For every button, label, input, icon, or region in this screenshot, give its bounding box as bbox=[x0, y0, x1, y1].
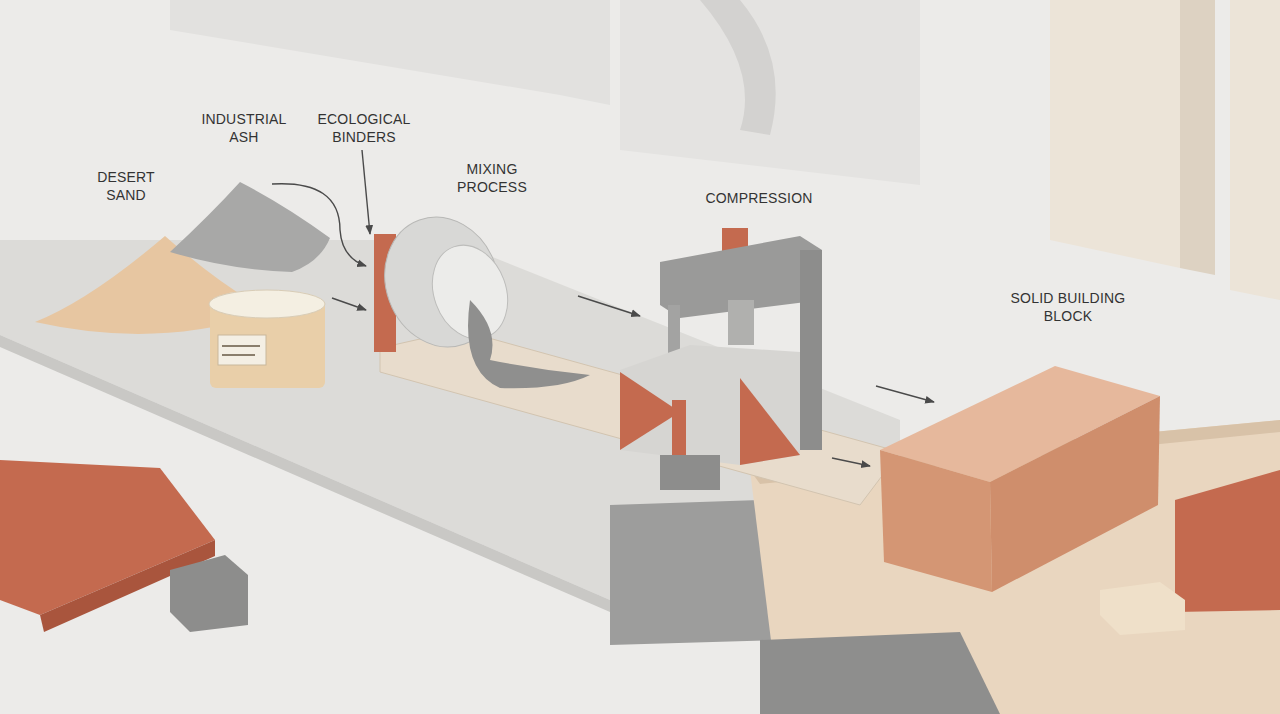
flow-arrow bbox=[362, 150, 370, 234]
mixer bbox=[367, 201, 590, 388]
press-post bbox=[672, 400, 686, 462]
small-block bbox=[1100, 582, 1185, 635]
flow-arrow bbox=[272, 184, 366, 266]
step-label: INDUSTRIAL ASH bbox=[196, 110, 292, 146]
mold-decor bbox=[620, 372, 680, 450]
flow-arrow bbox=[876, 386, 934, 402]
step-label: ECOLOGICAL BINDERS bbox=[312, 110, 416, 146]
flow-arrow bbox=[578, 296, 640, 316]
step-label: MIXING PROCESS bbox=[450, 160, 534, 196]
pillar bbox=[1230, 0, 1280, 300]
orange-slab bbox=[1175, 470, 1280, 612]
step-label: DESERT SAND bbox=[90, 168, 162, 204]
grey-slab bbox=[610, 500, 780, 645]
pillar bbox=[1050, 0, 1180, 268]
solid-block bbox=[880, 366, 1160, 592]
mold-box bbox=[620, 345, 800, 465]
tag-mark bbox=[222, 354, 255, 356]
tag-mark bbox=[222, 345, 260, 347]
raw-materials bbox=[35, 182, 330, 388]
pillar-side bbox=[1180, 0, 1215, 275]
press-leg bbox=[800, 250, 822, 450]
wall bbox=[170, 0, 610, 105]
tub-lid bbox=[209, 290, 325, 318]
block-side bbox=[990, 396, 1160, 592]
wall-arch bbox=[700, 0, 776, 135]
grey-cube bbox=[170, 555, 248, 632]
flow-arrow bbox=[332, 298, 366, 310]
flow-arrow bbox=[832, 458, 870, 466]
step-label: SOLID BUILDING BLOCK bbox=[993, 289, 1143, 325]
tub-tag bbox=[218, 335, 266, 365]
block-front bbox=[880, 450, 992, 592]
flow-arrows bbox=[272, 150, 934, 466]
mold-decor bbox=[740, 378, 800, 465]
grey-slab bbox=[760, 632, 1000, 714]
step-label: COMPRESSION bbox=[689, 189, 829, 207]
ash-pile bbox=[170, 182, 330, 272]
poured-mix bbox=[468, 300, 590, 388]
wall bbox=[620, 0, 920, 185]
ram bbox=[728, 300, 754, 345]
press-base bbox=[660, 455, 720, 490]
press bbox=[620, 228, 822, 490]
